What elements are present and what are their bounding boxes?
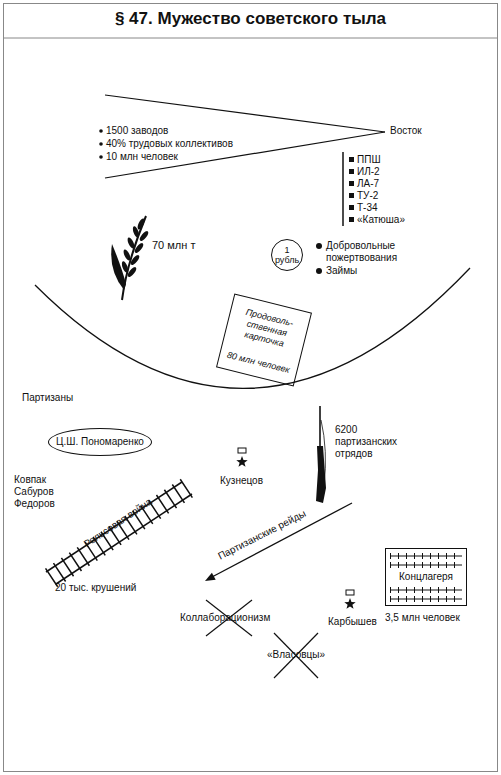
wheat-grain bbox=[126, 266, 138, 278]
bullet-square bbox=[349, 217, 354, 222]
weapon-item: Т-34 bbox=[357, 202, 378, 214]
camp-box: Концлагеря bbox=[385, 548, 467, 606]
crossed-out-term: «Власовцы» bbox=[267, 649, 325, 661]
node-text: Ц.Ш. Пономаренко bbox=[56, 436, 144, 448]
crossed-out-term: Коллаборационизм bbox=[180, 612, 270, 624]
commander-list: Ковпак Сабуров Федоров bbox=[14, 474, 64, 510]
node-text: 1 рубль bbox=[274, 245, 300, 265]
page-title: § 47. Мужество советского тыла bbox=[0, 9, 501, 29]
medal-icon bbox=[236, 448, 247, 467]
title-rule bbox=[4, 38, 497, 39]
fact-item: 1500 заводов bbox=[106, 125, 168, 137]
hero-name: Кузнецов bbox=[220, 475, 263, 487]
railway-rail bbox=[46, 482, 182, 572]
wreck-count: 20 тыс. крушений bbox=[55, 582, 136, 594]
section-label: Партизаны bbox=[22, 392, 73, 404]
railway-ties bbox=[51, 488, 187, 578]
fact-item: 10 млн человек bbox=[106, 151, 178, 163]
raid-arrow-line bbox=[212, 503, 352, 577]
node-text: 80 млн человек bbox=[226, 349, 291, 375]
fact-item: 40% трудовых коллективов bbox=[106, 138, 233, 150]
wire-barbs bbox=[390, 562, 462, 568]
wire-line bbox=[390, 590, 462, 591]
medal-icon bbox=[344, 590, 355, 609]
medal-ribbon bbox=[238, 448, 246, 453]
harvest-label: 70 млн т bbox=[152, 239, 195, 251]
wheat-icon bbox=[111, 216, 150, 300]
wire-line bbox=[390, 599, 462, 600]
bullet-dot bbox=[99, 129, 103, 133]
wheat-grain bbox=[133, 242, 145, 254]
page-frame bbox=[4, 4, 498, 772]
railway-rail bbox=[56, 494, 192, 584]
hero-name: Карбышев bbox=[328, 616, 377, 628]
coin-circle: 1 рубль bbox=[271, 239, 303, 271]
wheat-grain bbox=[136, 218, 146, 231]
bullet-square bbox=[349, 205, 354, 210]
bullet-dot bbox=[99, 142, 103, 146]
weapon-item: ИЛ-2 bbox=[357, 166, 380, 178]
bullet-dot bbox=[99, 155, 103, 159]
raid-arrow-label: Партизанские рейды bbox=[210, 505, 313, 566]
fund-item: Займы bbox=[326, 265, 357, 277]
wire-barbs bbox=[390, 553, 462, 559]
node-text: Концлагеря bbox=[399, 571, 453, 583]
wheat-grain bbox=[126, 237, 136, 250]
bullet-dot bbox=[316, 268, 322, 274]
wire-barbs bbox=[390, 587, 462, 593]
bullet-square bbox=[349, 181, 354, 186]
rifle-barrel bbox=[319, 406, 321, 446]
headquarters-ellipse: Ц.Ш. Пономаренко bbox=[48, 428, 152, 456]
weapon-item: ППШ bbox=[357, 154, 381, 166]
wheat-stem bbox=[122, 216, 146, 300]
barbed-wire bbox=[390, 556, 462, 599]
weapon-item: «Катюша» bbox=[357, 214, 405, 226]
detachment-label: 6200 партизанских отрядов bbox=[335, 424, 401, 460]
wheat-grain bbox=[122, 249, 132, 262]
ration-card: Продоволь- ственная карточка80 млн челов… bbox=[216, 293, 312, 386]
direction-label: Восток bbox=[390, 125, 422, 137]
wheat-grain bbox=[121, 261, 130, 274]
rear-front-arc bbox=[35, 268, 470, 388]
medal-star bbox=[344, 598, 355, 609]
bullet-square bbox=[349, 193, 354, 198]
weapon-item: ТУ-2 bbox=[357, 190, 378, 202]
prisoner-count: 3,5 млн человек bbox=[385, 612, 460, 624]
list-bracket bbox=[342, 152, 344, 226]
medal-ribbon bbox=[346, 590, 354, 595]
rifle-icon bbox=[316, 406, 326, 503]
wheat-grain bbox=[132, 226, 141, 239]
wheat-grain bbox=[138, 230, 150, 242]
wheat-grain bbox=[129, 254, 141, 266]
rifle-sling bbox=[321, 420, 325, 486]
bullet-square bbox=[349, 157, 354, 162]
wire-barbs bbox=[390, 596, 462, 602]
railway-track bbox=[46, 482, 192, 584]
bullet-dot bbox=[316, 243, 322, 249]
wire-line bbox=[390, 565, 462, 566]
medal-star bbox=[236, 456, 247, 467]
wire-line bbox=[390, 556, 462, 557]
node-text: Продоволь- ственная карточка bbox=[227, 303, 307, 353]
raid-arrow-head bbox=[205, 573, 216, 581]
bullet-square bbox=[349, 169, 354, 174]
fund-item: Добровольные пожертвования bbox=[326, 240, 408, 264]
weapon-item: ЛА-7 bbox=[357, 178, 379, 190]
rifle-stock bbox=[316, 446, 326, 503]
